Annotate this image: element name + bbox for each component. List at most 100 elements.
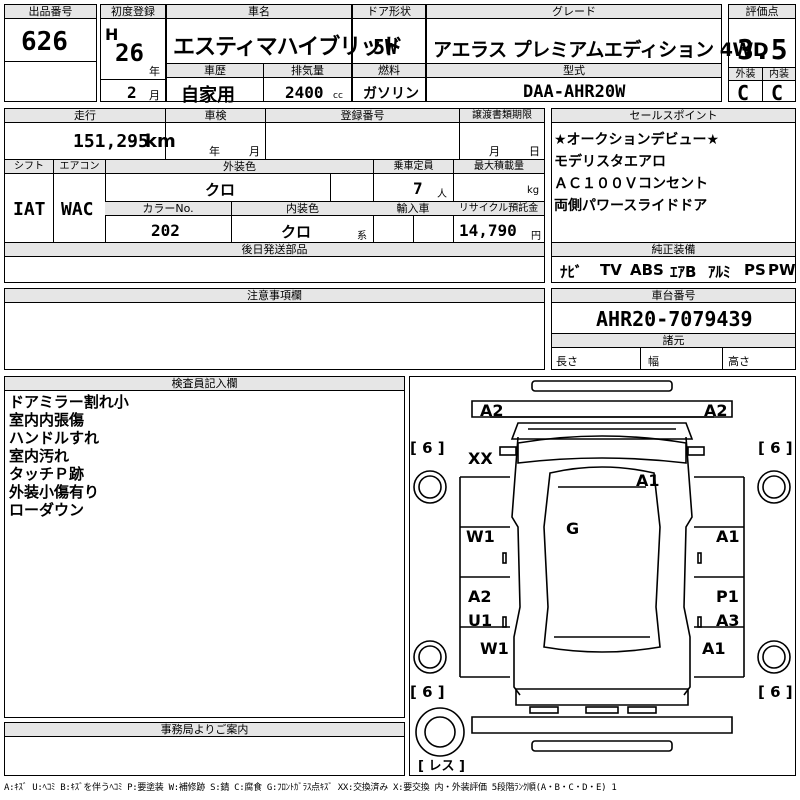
tire-value: 6 [770,439,781,457]
car-outline-drawing [413,380,791,757]
grade: アエラス プレミアムエディション 4WD [433,39,769,61]
office-box: 事務局よりご案内 [4,722,405,776]
capacity-label: 乗車定員 [373,160,453,174]
damage-mark: A2 [704,401,728,420]
lot-number: 626 [21,27,68,57]
damage-mark: P1 [716,587,739,606]
equipment-alloy: ｱﾙﾐ [708,263,731,281]
office-label: 事務局よりご案内 [5,723,404,737]
transfer-day-unit: 日 [529,145,540,158]
reg-no-label: 登録番号 [265,109,459,123]
later-parts-label: 後日発送部品 [5,243,544,257]
model-label: 型式 [427,64,721,78]
door-box: ドア形状 5W 燃料 ガソリン [352,4,426,102]
car-name-label: 車名 [167,5,351,19]
tire-front-right: [ 6 ] [758,439,793,457]
shift: IAT [13,199,46,220]
chassis-box: 車台番号 AHR20-7079439 諸元 長さ 幅 高さ [551,288,796,370]
dims-width: 幅 [648,355,659,368]
tire-value: 6 [422,439,433,457]
ac-label: エアコン [53,160,105,174]
details-box: 走行 車検 登録番号 譲渡書類期限 151,295 km 年 月 月 日 シフト… [4,108,545,283]
displacement: 2400 [285,83,324,102]
door-label: ドア形状 [353,5,425,19]
sales-line: モデリスタエアロ [554,154,666,170]
reg-year: 26 [115,39,144,67]
import-label: 輸入車 [373,202,453,216]
interior-grade: C [771,81,784,105]
color-no: 202 [151,221,180,240]
inspector-line: 外装小傷有り [9,483,100,501]
legend-footer: A:ｷｽﾞ U:ﾍｺﾐ B:ｷｽﾞを伴うﾍｺﾐ P:要塗装 W:補修跡 S:錆 … [4,783,617,793]
model: DAA-AHR20W [523,82,626,102]
inspector-line: ハンドルすれ [9,429,100,447]
damage-mark: A2 [468,587,492,606]
int-color-unit: 系 [357,231,367,242]
inspection-year-unit: 年 [209,145,220,158]
grade-label: グレード [427,5,721,19]
inspector-label: 検査員記入欄 [5,377,404,391]
damage-mark: XX [468,449,493,468]
equipment-tv: TV [600,261,622,279]
capacity-unit: 人 [437,189,447,200]
dims-length: 長さ [556,355,578,368]
exterior-label: 外装 [729,68,762,81]
spare-value: レス [428,759,455,774]
score-label: 評価点 [729,5,795,19]
equipment-pw: PW [768,261,796,279]
sales-line: 両側パワースライドドア [554,198,708,214]
displacement-unit: cc [333,91,343,101]
damage-mark: W1 [480,639,509,658]
equipment-ps: PS [744,261,766,279]
inspector-box: 検査員記入欄 ドアミラー割れ小 室内内張傷 ハンドルすれ 室内汚れ タッチＰ跡 … [4,376,405,718]
ext-color: クロ [205,181,236,199]
inspector-line: 室内汚れ [9,447,70,465]
mileage-unit: km [145,131,176,152]
damage-mark: A1 [636,471,660,490]
fuel-label: 燃料 [353,64,425,78]
mileage: 151,295 [73,131,149,152]
car-history: 自家用 [181,85,235,106]
door-type: 5W [373,35,398,59]
tire-front-left: [ 6 ] [410,439,445,457]
score: 3.5 [737,33,788,66]
era: H [105,25,119,44]
tire-rear-right: [ 6 ] [758,683,793,701]
damage-mark: A2 [480,401,504,420]
first-reg-label: 初度登録 [101,5,165,19]
tire-value: 6 [770,683,781,701]
recycle-fee: 14,790 [459,221,517,240]
int-color-label: 内装色 [231,202,373,216]
equipment-navi: ﾅﾋﾞ [560,263,583,281]
equipment-airbag: ｴｱB [670,263,697,281]
inspection-month-unit: 月 [249,145,260,158]
capacity: 7 [413,179,423,198]
chassis-label: 車台番号 [552,289,795,303]
recycle-unit: 円 [531,231,541,242]
tire-value: 6 [422,683,433,701]
max-load-unit: kg [527,185,540,196]
inspector-line: ローダウン [9,501,85,519]
recycle-label: リサイクル預託金 [453,202,544,216]
grade-box: グレード アエラス プレミアムエディション 4WD 型式 DAA-AHR20W [426,4,769,102]
inspector-line: タッチＰ跡 [9,465,85,483]
dims-height: 高さ [728,355,750,368]
sales-points-box: セールスポイント ★オークションデビュー★ モデリスタエアロ ＡＣ１００Ｖコンセ… [551,108,796,283]
car-name: エスティマハイブリッド [173,35,403,60]
damage-mark: U1 [468,611,493,630]
shift-label: シフト [5,160,53,174]
car-name-box: 車名 エスティマハイブリッド 車歴 排気量 自家用 2400 cc [166,4,403,106]
equipment-label: 純正装備 [552,243,795,257]
month-unit: 月 [149,89,160,102]
year-unit: 年 [149,65,160,78]
damage-mark: G [566,519,580,538]
inspector-line: 室内内張傷 [9,411,85,429]
color-no-label: カラーNo. [105,202,231,216]
lot-label: 出品番号 [5,5,96,19]
damage-mark: A1 [716,527,740,546]
sales-line: ★オークションデビュー★ [554,132,720,148]
mileage-label: 走行 [5,109,165,123]
sales-line: ＡＣ１００Ｖコンセント [554,176,708,192]
dims-label: 諸元 [552,334,795,348]
ext-color-label: 外装色 [105,160,373,174]
